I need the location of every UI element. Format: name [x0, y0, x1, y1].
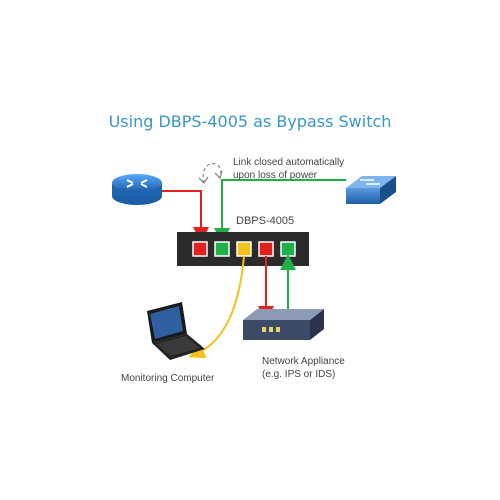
- laptop-icon: [147, 302, 205, 360]
- port-green-2: [280, 241, 296, 257]
- switch-to-device-link: [221, 179, 346, 242]
- router-to-device-link: [162, 190, 209, 243]
- port-yellow: [236, 241, 252, 257]
- appliance-label-line-1: Network Appliance: [262, 356, 345, 367]
- port-red-2: [258, 241, 274, 257]
- network-switch-icon: [346, 176, 396, 204]
- network-appliance-icon: [243, 309, 324, 340]
- bypass-loop: [202, 162, 222, 184]
- monitor-label: Monitoring Computer: [121, 373, 215, 384]
- link-note-line-2: upon loss of power: [233, 170, 317, 181]
- router-icon: [112, 174, 162, 205]
- port-red-1: [192, 241, 208, 257]
- port-green-1: [214, 241, 230, 257]
- appliance-label-line-2: (e.g. IPS or IDS): [262, 369, 336, 380]
- device-to-monitor-link: [188, 255, 245, 359]
- diagram-title: Using DBPS-4005 as Bypass Switch: [108, 112, 392, 131]
- link-note-line-1: Link closed automatically: [233, 157, 345, 168]
- device-label: DBPS-4005: [236, 215, 295, 227]
